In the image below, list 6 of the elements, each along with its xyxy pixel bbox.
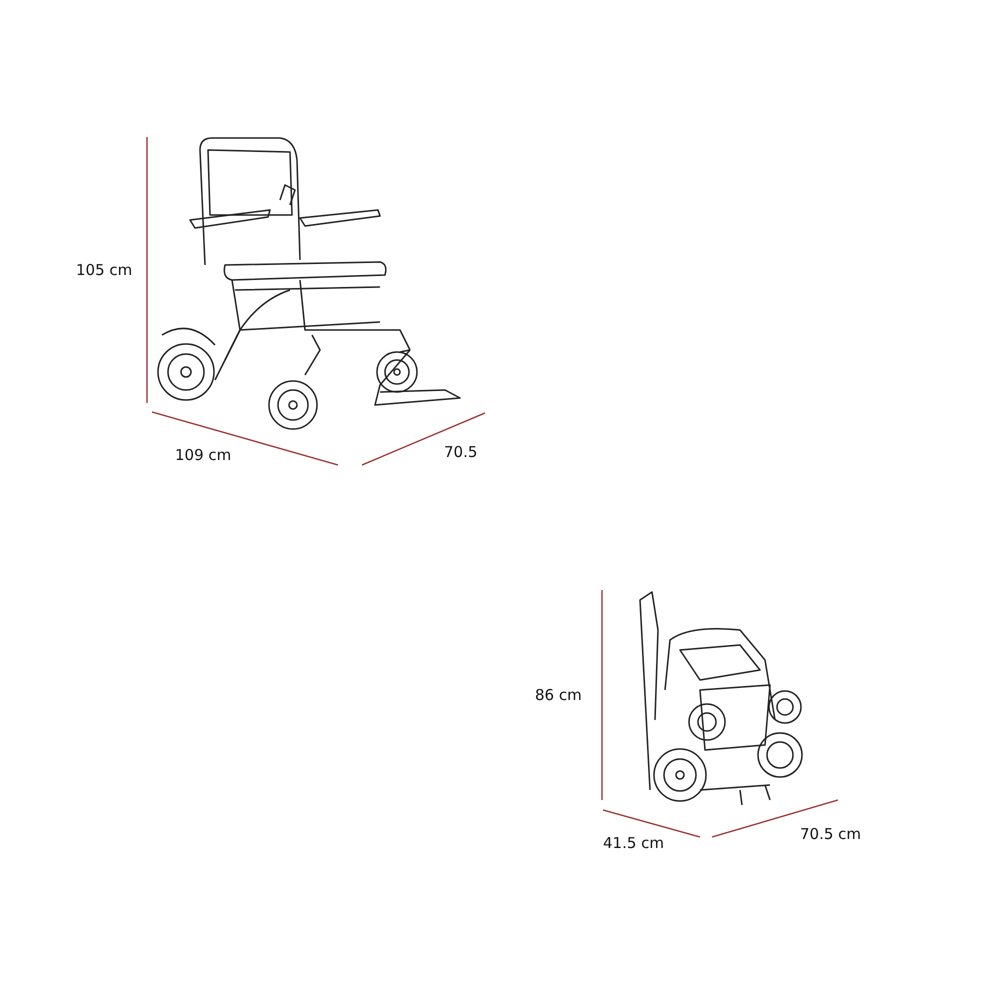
dimension-label: 109 cm [175,446,232,464]
dimension-label: 70.5 cm [800,825,862,843]
dimension-label: 86 cm [535,686,582,704]
dimension-label: 105 cm [76,261,132,279]
dimension-label: 41.5 cm [603,834,664,852]
dimension-label: 70.5 [444,443,478,461]
